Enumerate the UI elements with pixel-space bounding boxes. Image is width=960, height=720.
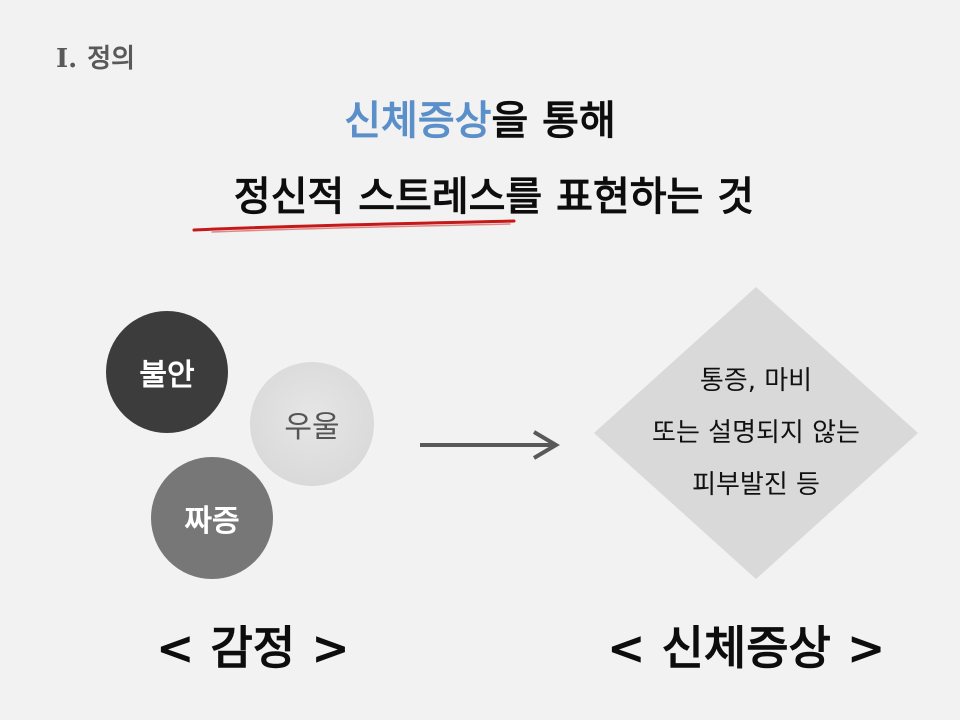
red-underline-decoration [192, 219, 516, 233]
caption-emotion: < 감정 > [156, 621, 350, 675]
headline-line-1: 신체증상을 통해 [0, 88, 960, 146]
emotion-label-depression: 우울 [284, 410, 340, 445]
diamond-shape [594, 287, 918, 579]
right-arrow-icon [420, 430, 560, 460]
headline-line-2: 정신적 스트레스를 표현하는 것 [233, 174, 755, 220]
symptom-line-3: 피부발진 등 [692, 470, 820, 500]
symptom-text: 통증, 마비 또는 설명되지 않는 피부발진 등 [594, 287, 918, 579]
symptom-line-1: 통증, 마비 [699, 366, 813, 396]
headline-line-1-rest: 을 통해 [491, 98, 616, 144]
emotion-circle-irritation: 짜증 [151, 457, 273, 579]
emotion-label-anxiety: 불안 [139, 358, 195, 393]
emotion-label-irritation: 짜증 [184, 504, 240, 539]
headline-highlight: 신체증상 [344, 98, 492, 144]
emotion-circle-depression: 우울 [250, 362, 374, 486]
section-numeral: Ⅰ. [56, 44, 78, 74]
section-label: 정의 [87, 44, 136, 74]
caption-physical-symptom: < 신체증상 > [607, 621, 886, 675]
symptom-diamond: 통증, 마비 또는 설명되지 않는 피부발진 등 [594, 287, 918, 579]
section-title: Ⅰ. 정의 [56, 38, 135, 75]
emotion-circle-anxiety: 불안 [106, 311, 228, 433]
symptom-line-2: 또는 설명되지 않는 [652, 418, 860, 448]
